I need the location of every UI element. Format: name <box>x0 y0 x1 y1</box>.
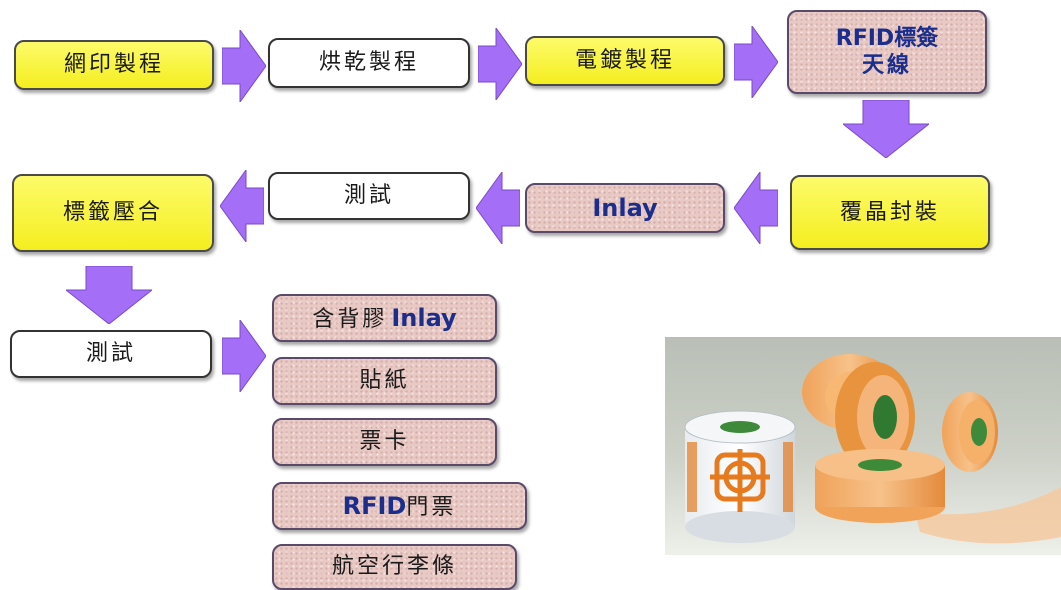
step-plating-label: 電鍍製程 <box>574 48 675 74</box>
arrow-right-3-icon <box>734 26 778 98</box>
step-label-lamination-label: 標籤壓合 <box>62 200 163 226</box>
product-ticket-card-label: 票卡 <box>359 429 410 455</box>
arrow-left-2-icon <box>476 172 520 244</box>
product-luggage-tag-label: 航空行李條 <box>331 554 457 580</box>
product-rfid-ticket-label: RFID門票 <box>342 491 457 520</box>
step-drying-label: 烘乾製程 <box>318 50 419 76</box>
product-sticker-label: 貼紙 <box>359 368 410 394</box>
step-plating: 電鍍製程 <box>525 36 725 86</box>
step-inlay-label: Inlay <box>592 194 658 222</box>
step-test-1: 測試 <box>268 172 470 220</box>
step-flip-chip: 覆晶封裝 <box>790 175 990 250</box>
arrow-left-1-icon <box>734 172 778 244</box>
step-screen-printing-label: 網印製程 <box>63 52 164 78</box>
step-test-1-label: 測試 <box>343 183 394 209</box>
rfid-label-rolls-photo <box>665 337 1061 555</box>
step-test-2: 測試 <box>10 330 212 378</box>
product-ticket-card: 票卡 <box>272 418 497 466</box>
step-inlay: Inlay <box>525 183 725 233</box>
arrow-down-1-icon <box>843 100 929 158</box>
step-rfid-antenna: RFID標簽 天線 <box>787 10 987 94</box>
step-rfid-antenna-line1: RFID標簽 <box>835 25 939 51</box>
step-screen-printing: 網印製程 <box>14 40 214 90</box>
step-drying: 烘乾製程 <box>268 38 470 88</box>
arrow-down-2-icon <box>66 266 152 324</box>
arrow-right-4-icon <box>222 320 266 392</box>
product-rfid-ticket: RFID門票 <box>272 482 527 530</box>
arrow-right-1-icon <box>222 30 266 102</box>
arrow-left-3-icon <box>220 170 264 242</box>
step-test-2-label: 測試 <box>85 341 136 367</box>
step-flip-chip-label: 覆晶封裝 <box>839 199 940 225</box>
step-rfid-antenna-line2: 天線 <box>861 53 912 78</box>
product-sticker: 貼紙 <box>272 357 497 405</box>
step-label-lamination: 標籤壓合 <box>12 174 214 252</box>
product-luggage-tag: 航空行李條 <box>272 544 517 590</box>
arrow-right-2-icon <box>478 28 522 100</box>
